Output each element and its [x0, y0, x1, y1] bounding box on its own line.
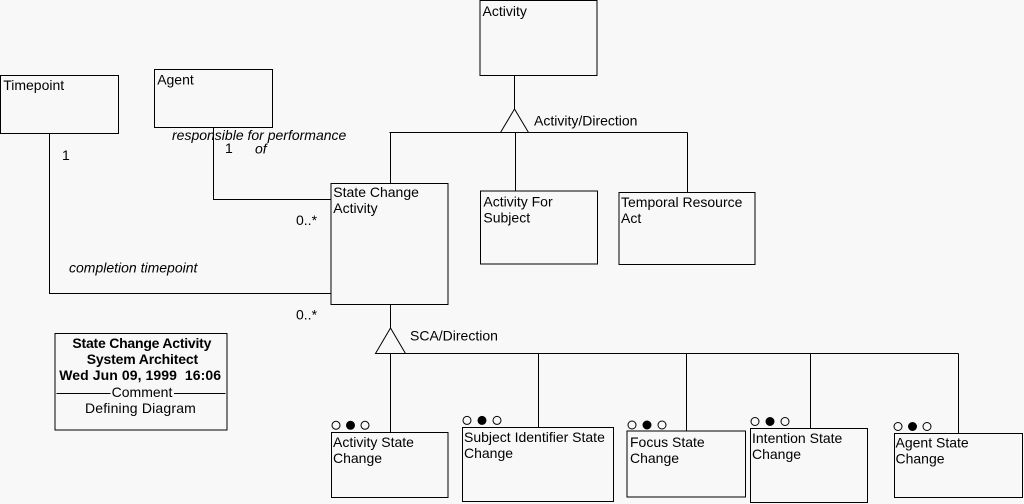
svg-text:0..*: 0..*	[296, 307, 318, 323]
svg-text:Temporal Resource: Temporal Resource	[621, 194, 743, 210]
svg-text:State Change: State Change	[333, 184, 419, 200]
svg-text:Activity/Direction: Activity/Direction	[534, 113, 637, 129]
svg-text:Agent State: Agent State	[896, 435, 969, 451]
svg-text:Change: Change	[630, 450, 679, 466]
svg-text:Timepoint: Timepoint	[3, 77, 64, 93]
svg-text:Activity: Activity	[333, 200, 377, 216]
svg-text:Wed Jun 09, 1999 16:06: Wed Jun 09, 1999 16:06	[59, 367, 221, 383]
svg-text:SCA/Direction: SCA/Direction	[410, 328, 498, 344]
svg-text:Comment: Comment	[112, 384, 173, 400]
svg-text:System Architect: System Architect	[87, 351, 199, 367]
svg-text:Change: Change	[333, 450, 382, 466]
svg-text:Activity For: Activity For	[483, 194, 553, 210]
svg-text:Change: Change	[752, 446, 801, 462]
svg-text:Change: Change	[896, 451, 945, 467]
svg-text:Subject: Subject	[483, 210, 530, 226]
svg-text:responsible for performance: responsible for performance	[172, 127, 347, 143]
svg-text:completion timepoint: completion timepoint	[69, 259, 199, 275]
svg-text:Activity State: Activity State	[333, 434, 414, 450]
svg-text:of: of	[255, 140, 269, 156]
svg-text:Act: Act	[621, 210, 641, 226]
svg-text:Defining Diagram: Defining Diagram	[85, 400, 196, 416]
svg-text:Agent: Agent	[157, 72, 194, 88]
svg-text:Activity: Activity	[483, 3, 527, 19]
svg-text:0..*: 0..*	[296, 212, 318, 228]
svg-text:1: 1	[225, 140, 233, 156]
svg-text:1: 1	[62, 147, 70, 163]
svg-text:Intention State: Intention State	[752, 430, 843, 446]
svg-text:State Change Activity: State Change Activity	[72, 335, 211, 351]
svg-text:Subject Identifier State: Subject Identifier State	[464, 429, 605, 445]
svg-text:Change: Change	[464, 445, 513, 461]
svg-text:Focus State: Focus State	[630, 434, 705, 450]
